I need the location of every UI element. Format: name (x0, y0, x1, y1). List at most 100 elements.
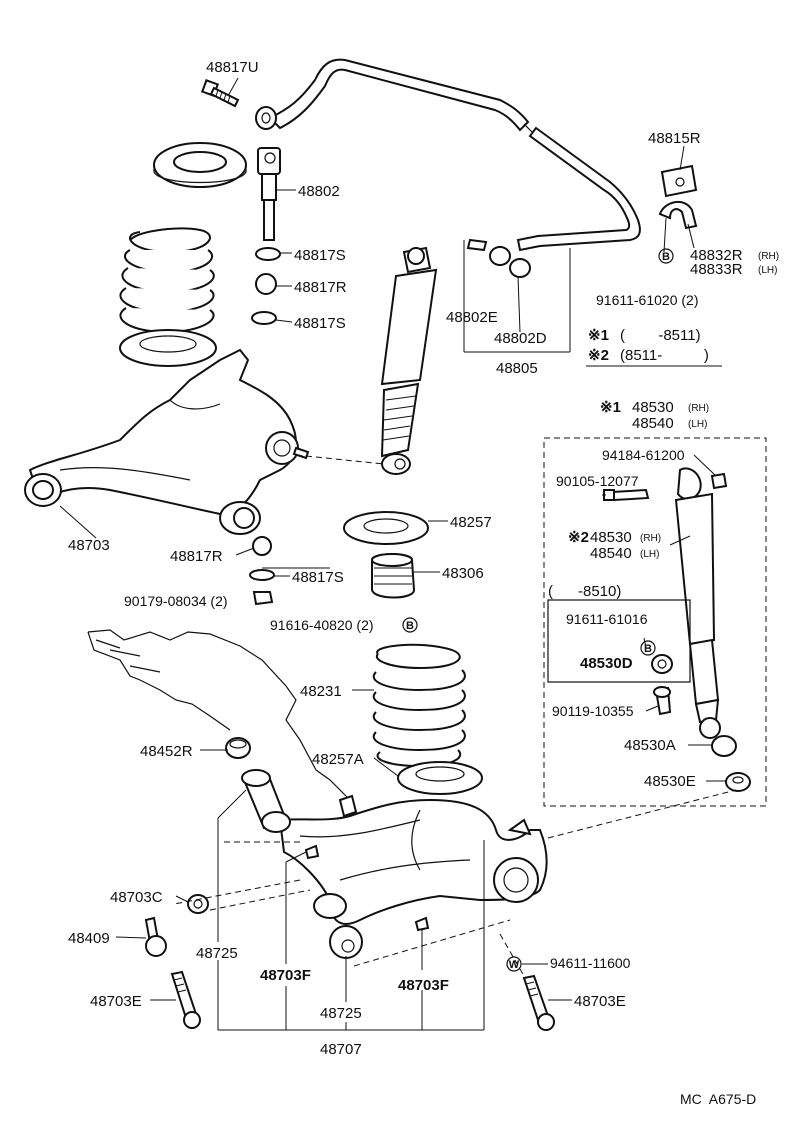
label-48703E-a: 48703E (90, 993, 142, 1010)
bushing-48530A (711, 735, 737, 757)
washer-48530E (725, 772, 751, 792)
label-48703C: 48703C (110, 889, 163, 906)
bolt-48703E-left (170, 970, 201, 1029)
stabilizer-link-48802 (257, 147, 281, 241)
note-mark-2: ※2 (588, 347, 609, 364)
bushing-48725-upper (241, 769, 291, 833)
label-48703F-b: 48703F (398, 977, 449, 994)
label-48832R: 48832R (690, 247, 743, 264)
label-48231: 48231 (300, 683, 342, 700)
svg-text:B: B (406, 620, 414, 632)
bracket-48832R (658, 200, 698, 230)
ref-line-4 (209, 889, 311, 911)
nut-48703C (187, 894, 209, 914)
label-rh-3: (RH) (640, 533, 661, 544)
leader-lines (59, 77, 726, 1031)
coil-spring-upper (119, 227, 217, 367)
label-rh-1: (RH) (758, 251, 779, 262)
label-48703: 48703 (68, 537, 110, 554)
cushion-48817R-lower (252, 536, 272, 556)
ref-line-5 (353, 919, 511, 967)
spring-seat-48257A (397, 761, 483, 795)
ref-line-3 (173, 879, 301, 905)
label-48725-a: 48725 (196, 945, 238, 962)
label-48802D: 48802D (494, 330, 547, 347)
note-mark-1-shock: ※1 (600, 399, 621, 416)
note-range-1: ( -8511) (620, 327, 701, 344)
label-48815R: 48815R (648, 130, 701, 147)
coil-spring-48231 (372, 643, 466, 768)
shock-absorber-rear (674, 467, 721, 739)
rear-shock-dashed-box (543, 437, 767, 807)
cap-48452R (225, 737, 251, 759)
label-lh-2: (LH) (688, 419, 707, 430)
bolt-48703E-right (522, 974, 555, 1031)
bushing-48815R (660, 164, 698, 198)
pin-48802E (466, 238, 488, 252)
link-cushions (251, 247, 281, 325)
label-91611-61020: 91611-61020 (2) (596, 292, 698, 308)
label-48817R-b: 48817R (170, 548, 223, 565)
lower-control-arm-48707 (278, 798, 548, 925)
frame-outline (87, 629, 351, 801)
bushing-48530D (651, 654, 673, 674)
retainer-48817S-lower (249, 569, 275, 581)
label-48409: 48409 (68, 930, 110, 947)
label-48257: 48257 (450, 514, 492, 531)
grease-fitting-48703F-b (414, 916, 430, 932)
label-rh-2: (RH) (688, 403, 709, 414)
nut-94184 (710, 472, 728, 490)
inner-variant-box (547, 599, 691, 683)
circle-w-symbol: W (506, 956, 522, 972)
bushing-48725-lower (313, 893, 363, 959)
label-48802E: 48802E (446, 309, 498, 326)
note-range-2: (8511- ) (620, 347, 709, 364)
svg-text:B: B (644, 643, 652, 655)
circle-b-symbol-3: B (640, 640, 656, 656)
label-48817S-b: 48817S (294, 315, 346, 332)
bolt-90119 (653, 686, 672, 716)
bolt-90105 (603, 488, 650, 502)
label-90105-12077: 90105-12077 (556, 473, 639, 489)
svg-text:B: B (662, 251, 670, 263)
spring-seat-upper (153, 142, 247, 188)
label-48540-mid: 48540 (590, 545, 632, 562)
svg-text:W: W (509, 959, 520, 971)
label-90179-08034: 90179-08034 (2) (124, 593, 228, 609)
label-48817U: 48817U (206, 59, 259, 76)
spring-seat-48257 (343, 511, 429, 545)
label-94184-61200: 94184-61200 (602, 447, 685, 463)
label-91611-61016: 91611-61016 (566, 611, 648, 627)
ref-line-1 (295, 454, 385, 465)
label-48707: 48707 (320, 1041, 362, 1058)
label-48833R: 48833R (690, 261, 743, 278)
label-48306: 48306 (442, 565, 484, 582)
label-lh-3: (LH) (640, 549, 659, 560)
shock-absorber-front (380, 246, 438, 475)
label-48257A: 48257A (312, 751, 364, 768)
label-48530E: 48530E (644, 773, 696, 790)
label-48817S-a: 48817S (294, 247, 346, 264)
note-mark-2-shock: ※2 (568, 529, 589, 546)
label-48817R-a: 48817R (294, 279, 347, 296)
bumper-48306 (371, 553, 416, 599)
label-48530A: 48530A (624, 737, 676, 754)
stabilizer-bar (268, 58, 641, 252)
nut-90179 (252, 591, 274, 606)
stabilizer-bushing-48817U (255, 106, 277, 130)
label-48452R: 48452R (140, 743, 193, 760)
label-48530D: 48530D (580, 655, 633, 672)
bolt-48817U (201, 79, 240, 108)
label-48725-b: 48725 (320, 1005, 362, 1022)
label-range-8510: ( -8510) (548, 583, 621, 600)
label-48530-top: 48530 (632, 399, 674, 416)
label-48703E-b: 48703E (574, 993, 626, 1010)
label-48530-mid: 48530 (590, 529, 632, 546)
label-91616-40820: 91616-40820 (2) (270, 617, 374, 633)
grease-fitting-48703F-a (304, 844, 320, 860)
label-48703F-a: 48703F (260, 967, 311, 984)
label-lh-1: (LH) (758, 265, 777, 276)
diagram-code: MC A675-D (680, 1091, 756, 1107)
circle-b-symbol-1: B (658, 248, 674, 264)
